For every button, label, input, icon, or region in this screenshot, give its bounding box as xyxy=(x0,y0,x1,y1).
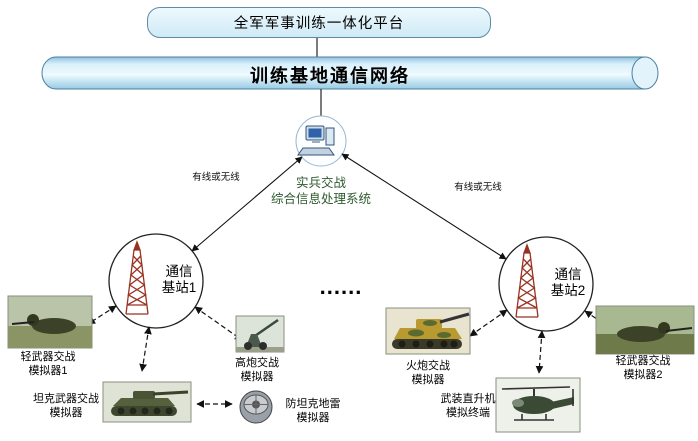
station2-label: 通信 基站2 xyxy=(551,267,586,299)
stations-ellipsis: ...... xyxy=(319,274,363,299)
link-processing-station2 xyxy=(341,153,507,260)
label-line: 模拟器 xyxy=(49,407,83,419)
link-processing-station1 xyxy=(191,156,303,252)
label-line: 模拟器1 xyxy=(28,365,68,377)
label-at-mine: 防坦克地雷 模拟器 xyxy=(286,397,341,425)
station2-node xyxy=(498,236,594,332)
computer-workstation-icon xyxy=(297,125,335,156)
link-label-right: 有线或无线 xyxy=(454,182,502,193)
label-line: 坦克武器交战 xyxy=(33,393,99,405)
station1-links xyxy=(87,305,243,408)
label-light-weapon-2: 轻武器交战 模拟器2 xyxy=(616,354,671,382)
platform-label: 全军军事训练一体化平台 xyxy=(233,16,405,32)
station1-label-line2: 基站1 xyxy=(161,280,197,295)
label-line: 高炮交战 xyxy=(235,357,279,369)
platform-box: 全军军事训练一体化平台 xyxy=(147,7,491,38)
label-line: 轻武器交战 xyxy=(615,355,671,367)
station1-label-line1: 通信 xyxy=(165,264,193,279)
artillery-photo xyxy=(385,307,471,355)
label-line: 防坦克地雷 xyxy=(285,398,341,410)
station1-node xyxy=(108,233,204,329)
label-helicopter: 武装直升机 模拟终端 xyxy=(441,392,496,420)
station1-label: 通信 基站1 xyxy=(162,264,197,296)
network-label: 训练基地通信网络 xyxy=(250,66,410,86)
label-line: 模拟终端 xyxy=(446,407,490,419)
label-line: 模拟器 xyxy=(240,371,274,383)
soldier-photo-2 xyxy=(595,305,695,355)
label-line: 火炮交战 xyxy=(406,360,450,372)
label-artillery: 火炮交战 模拟器 xyxy=(406,359,450,387)
processing-label-line1: 实兵交战 xyxy=(295,176,347,190)
label-tank-weapon: 坦克武器交战 模拟器 xyxy=(33,392,99,420)
link-label-left: 有线或无线 xyxy=(192,172,240,183)
network-cylinder xyxy=(41,56,659,90)
label-line: 轻武器交战 xyxy=(20,351,76,363)
aa-gun-photo xyxy=(235,315,285,353)
label-line: 模拟器2 xyxy=(623,369,663,381)
mine-photo xyxy=(239,390,273,424)
label-light-weapon-1: 轻武器交战 模拟器1 xyxy=(21,350,76,378)
label-line: 模拟器 xyxy=(411,374,445,386)
helicopter-photo xyxy=(495,377,581,433)
tank-photo xyxy=(102,381,192,423)
label-line: 武装直升机 xyxy=(440,393,496,405)
station2-label-line1: 通信 xyxy=(554,267,582,282)
processing-label-line2: 综合信息处理系统 xyxy=(270,192,372,206)
label-aa-gun: 高炮交战 模拟器 xyxy=(235,356,279,384)
soldier-photo-1 xyxy=(7,295,93,349)
label-line: 模拟器 xyxy=(296,412,330,424)
processing-system-node xyxy=(295,115,347,167)
station2-label-line2: 基站2 xyxy=(550,283,586,298)
